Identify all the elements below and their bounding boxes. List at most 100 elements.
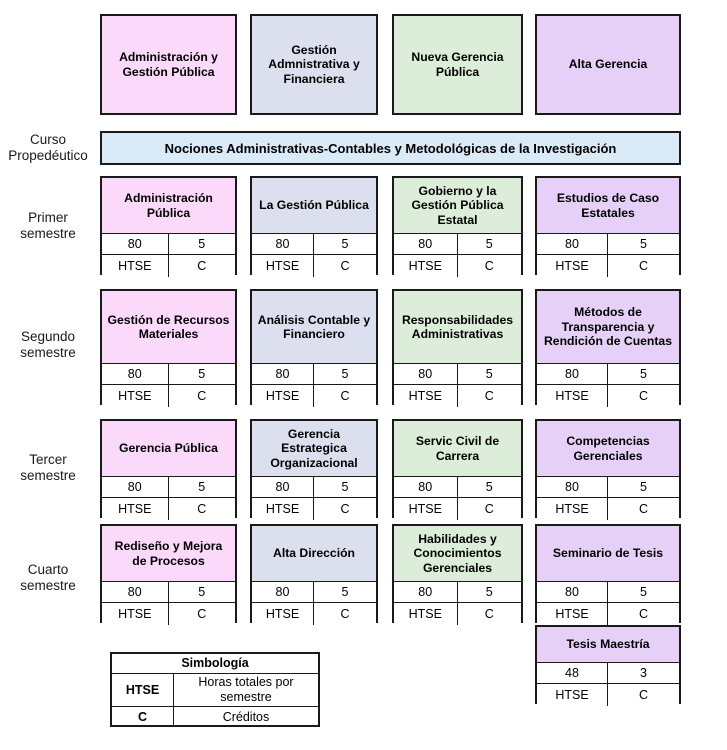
legend-box: Simbología HTSE Horas totales por semest…: [110, 652, 320, 727]
course-credits-key: C: [168, 385, 235, 407]
course-hours: 80: [102, 364, 169, 384]
course-hours-key: HTSE: [252, 385, 314, 407]
course-credits-key: C: [314, 498, 376, 520]
row-label-line1: Tercer: [29, 452, 67, 467]
row-label-line2: semestre: [20, 226, 76, 241]
course-credits: 5: [608, 364, 679, 384]
course-hours: 80: [252, 477, 314, 497]
course-credits-key: C: [168, 498, 235, 520]
course-hours-key: HTSE: [252, 603, 314, 625]
course-hours: 80: [252, 582, 314, 602]
course-title: Gestión de Recursos Materiales: [102, 291, 235, 364]
course-hours: 80: [252, 364, 314, 384]
course-hours: 80: [102, 582, 169, 602]
course-credits-key: C: [457, 603, 521, 625]
course-title: Competencias Gerenciales: [537, 421, 679, 477]
course-hours: 80: [537, 234, 608, 254]
course-credits-key: C: [314, 255, 376, 277]
course-credits-key: C: [168, 255, 235, 277]
thesis-hours-key: HTSE: [537, 684, 608, 706]
row-label-semester2: Segundo semestre: [0, 290, 96, 400]
course-hours: 80: [394, 582, 458, 602]
course-hours-key: HTSE: [102, 385, 169, 407]
course-credits: 5: [168, 364, 235, 384]
track-header-label: Nueva Gerencia Pública: [411, 50, 504, 79]
track-header-alta-gerencia: Alta Gerencia: [535, 14, 681, 115]
track-header-nueva-gerencia-publica: Nueva Gerencia Pública: [392, 14, 523, 115]
row-label-semester3: Tercer semestre: [0, 420, 96, 516]
row-label-line2: Propedéutico: [8, 148, 88, 163]
course-hours: 80: [252, 234, 314, 254]
course-title: Estudios de Caso Estatales: [537, 178, 679, 234]
course-credits-key: C: [314, 603, 376, 625]
row-label-line2: semestre: [20, 468, 76, 483]
course-credits: 5: [168, 477, 235, 497]
course-hours-key: HTSE: [102, 255, 169, 277]
legend-key-htse: HTSE: [112, 674, 174, 706]
track-header-administracion-gestion-publica: Administración y Gestión Pública: [100, 14, 237, 115]
course-hours: 80: [102, 234, 169, 254]
legend-value-c: Créditos: [222, 709, 270, 724]
course-credits: 5: [608, 582, 679, 602]
course-hours: 80: [537, 477, 608, 497]
course-credits: 5: [608, 477, 679, 497]
course-title: Servic Civil de Carrera: [394, 421, 521, 477]
course-hours: 80: [537, 582, 608, 602]
course-hours: 80: [102, 477, 169, 497]
course-title: Responsabilidades Administrativas: [394, 291, 521, 364]
legend-value-htse: Horas totales por semestre: [198, 675, 294, 704]
propaedeutic-course-card: Nociones Administrativas-Contables y Met…: [100, 131, 681, 165]
course-title: Administración Pública: [102, 178, 235, 234]
legend-row: C Créditos: [112, 707, 318, 727]
row-label-line1: Cuarto: [27, 562, 69, 577]
course-hours-key: HTSE: [394, 603, 458, 625]
propaedeutic-course-label: Nociones Administrativas-Contables y Met…: [164, 140, 617, 156]
thesis-credits-key: C: [608, 684, 679, 706]
course-credits: 5: [314, 234, 376, 254]
course-hours-key: HTSE: [537, 498, 608, 520]
course-hours-key: HTSE: [252, 255, 314, 277]
course-hours-key: HTSE: [252, 498, 314, 520]
course-credits: 5: [168, 234, 235, 254]
course-card: Gobierno y la Gestión Pública Estatal 80…: [392, 176, 523, 277]
course-title: Rediseño y Mejora de Procesos: [102, 526, 235, 582]
course-hours-key: HTSE: [102, 603, 169, 625]
course-credits-key: C: [457, 385, 521, 407]
row-label-line2: semestre: [20, 345, 76, 360]
course-title: Seminario de Tesis: [537, 526, 679, 582]
course-title: Alta Dirección: [252, 526, 376, 582]
course-hours-key: HTSE: [394, 498, 458, 520]
row-label-semester4: Cuarto semestre: [0, 528, 96, 628]
track-header-label: Gestión Admnistrativa y Financiera: [268, 42, 360, 86]
course-hours-key: HTSE: [537, 255, 608, 277]
row-label-propaedeutic: Curso Propedéutico: [0, 128, 96, 168]
course-credits: 5: [314, 477, 376, 497]
course-card: Métodos de Transparencia y Rendición de …: [535, 289, 681, 407]
course-hours-key: HTSE: [394, 255, 458, 277]
course-credits: 5: [314, 364, 376, 384]
track-header-label: Alta Gerencia: [568, 57, 648, 72]
course-credits-key: C: [608, 255, 679, 277]
course-credits: 5: [168, 582, 235, 602]
course-title: Habilidades y Conocimientos Gerenciales: [394, 526, 521, 582]
course-credits-key: C: [608, 603, 679, 625]
course-hours-key: HTSE: [537, 603, 608, 625]
course-credits-key: C: [608, 498, 679, 520]
course-credits: 5: [608, 234, 679, 254]
course-credits-key: C: [457, 255, 521, 277]
course-credits: 5: [457, 234, 521, 254]
course-title: Gobierno y la Gestión Pública Estatal: [394, 178, 521, 234]
course-credits-key: C: [168, 603, 235, 625]
course-title: La Gestión Pública: [252, 178, 376, 234]
